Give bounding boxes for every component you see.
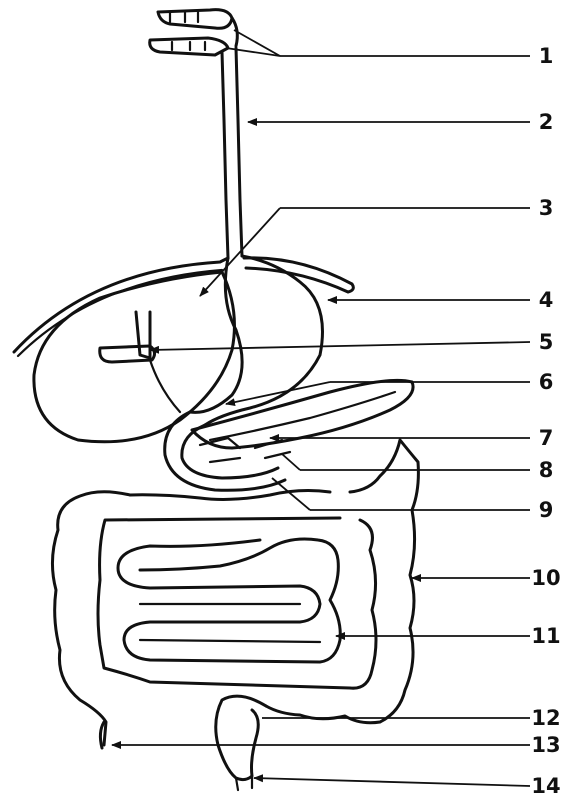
label-14: 14 [531, 774, 560, 798]
label-5: 5 [539, 330, 554, 354]
label-1: 1 [539, 44, 554, 68]
label-11: 11 [531, 624, 560, 648]
label-2: 2 [539, 110, 554, 134]
small-intestine [118, 539, 340, 662]
mouth-teeth [150, 10, 238, 55]
label-3: 3 [539, 196, 554, 220]
label-12: 12 [531, 706, 560, 730]
label-13: 13 [531, 733, 560, 757]
label-9: 9 [539, 498, 554, 522]
duodenum [165, 412, 285, 490]
bile-ducts [200, 438, 290, 462]
esophagus [222, 48, 242, 258]
gall-bladder [100, 312, 180, 412]
number-labels: 1 2 3 4 5 6 7 8 9 10 11 12 13 14 [531, 44, 560, 798]
label-7: 7 [539, 426, 554, 450]
leader-lines [112, 30, 530, 786]
large-intestine [52, 440, 418, 745]
label-10: 10 [531, 566, 560, 590]
label-4: 4 [539, 288, 554, 312]
label-8: 8 [539, 458, 554, 482]
label-6: 6 [539, 370, 554, 394]
diaphragm [14, 258, 353, 352]
rectum [216, 696, 266, 779]
liver [34, 272, 235, 442]
